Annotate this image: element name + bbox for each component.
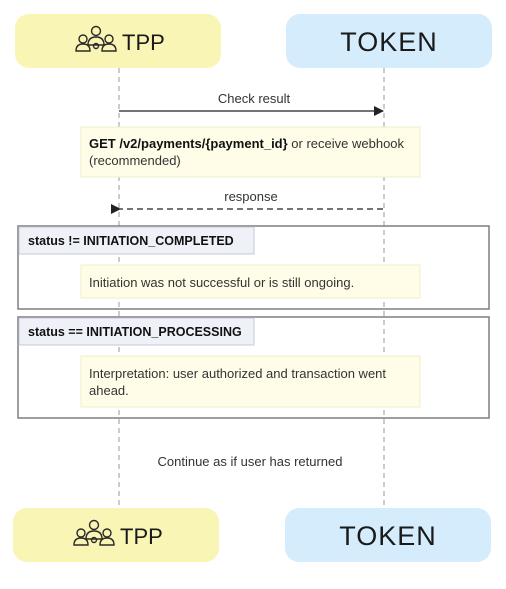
- processing-note-box: [80, 355, 421, 408]
- request-note-bold: GET /v2/payments/{payment_id}: [89, 136, 288, 151]
- group-processing: status == INITIATION_PROCESSING Interpre…: [17, 316, 490, 419]
- group-processing-title: status == INITIATION_PROCESSING: [28, 325, 242, 339]
- request-note-box: [80, 126, 421, 178]
- not-completed-note-box: [80, 264, 421, 299]
- group-not-completed: status != INITIATION_COMPLETED Initiatio…: [17, 225, 490, 310]
- tpp-participant-top: TPP: [15, 14, 221, 68]
- response-label: response: [224, 189, 277, 204]
- group-not-completed-tab: [18, 226, 255, 255]
- check-result-label: Check result: [218, 91, 291, 106]
- group-processing-tab: [18, 317, 255, 346]
- token-participant-bottom: TOKEN: [285, 508, 491, 562]
- people-group-icon: [73, 519, 115, 546]
- tpp-label-bottom: TPP: [120, 524, 163, 549]
- not-completed-note-text: Initiation was not successful or is stil…: [89, 275, 355, 290]
- token-participant-top: TOKEN: [286, 14, 492, 68]
- request-note-text: GET /v2/payments/{payment_id} or receive…: [89, 135, 417, 169]
- tpp-label-top: TPP: [122, 30, 165, 55]
- token-logo-bottom: TOKEN: [339, 521, 437, 551]
- people-group-icon: [75, 25, 117, 52]
- tpp-participant-bottom: TPP: [13, 508, 219, 562]
- token-logo-top: TOKEN: [340, 27, 438, 57]
- request-note-rest: or receive webhook (recommended): [89, 136, 405, 168]
- continue-text: Continue as if user has returned: [158, 454, 343, 469]
- processing-note-text: Interpretation: user authorized and tran…: [89, 366, 387, 398]
- group-not-completed-title: status != INITIATION_COMPLETED: [28, 234, 234, 248]
